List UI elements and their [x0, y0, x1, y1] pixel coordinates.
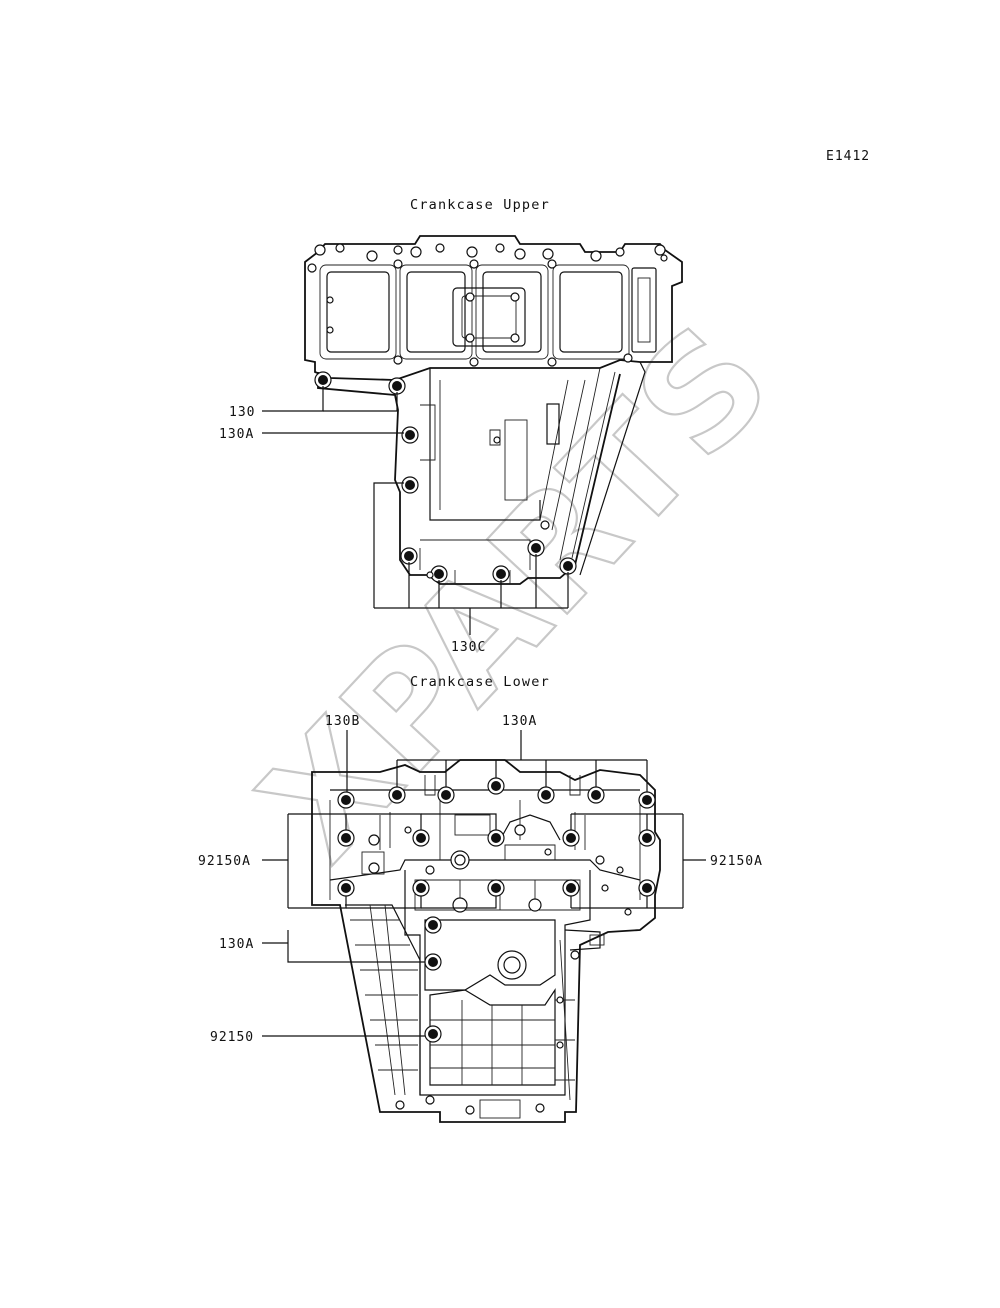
- diagram-code: E1412: [826, 149, 870, 164]
- label-92150A-right: 92150A: [710, 854, 763, 869]
- upper-leader-lines: [262, 386, 569, 635]
- lower-leader-lines: [262, 730, 706, 1037]
- label-130B: 130B: [325, 714, 360, 729]
- lower-title: Crankcase Lower: [410, 674, 550, 690]
- label-130A-lower-left: 130A: [219, 937, 254, 952]
- lower-crankcase-drawing: [311, 759, 661, 1123]
- label-130A-lower-top: 130A: [502, 714, 537, 729]
- label-130C: 130C: [451, 640, 486, 655]
- label-92150A-left: 92150A: [198, 854, 251, 869]
- label-130: 130: [229, 405, 255, 420]
- upper-crankcase-drawing: [304, 235, 683, 585]
- label-130A-upper: 130A: [219, 427, 254, 442]
- label-92150: 92150: [210, 1030, 254, 1045]
- upper-title: Crankcase Upper: [410, 197, 550, 213]
